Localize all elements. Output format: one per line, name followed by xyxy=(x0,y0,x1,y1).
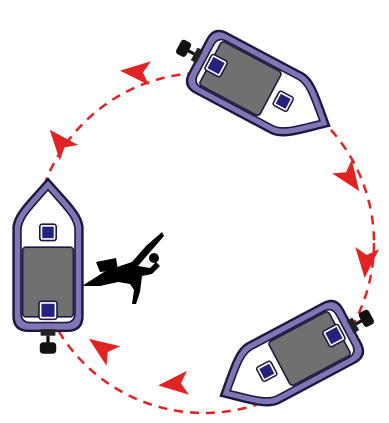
direction-arrow-icon xyxy=(119,59,151,86)
direction-arrow-icon xyxy=(353,247,380,279)
direction-arrow-icon xyxy=(41,122,79,160)
swimmer-icon xyxy=(82,232,164,304)
boat-icon xyxy=(205,286,387,423)
boat-icon xyxy=(14,179,83,354)
direction-arrow-icon xyxy=(332,160,369,198)
boat-icon xyxy=(163,16,345,155)
direction-arrow-icon xyxy=(82,329,120,366)
direction-arrow-icon xyxy=(157,371,189,398)
